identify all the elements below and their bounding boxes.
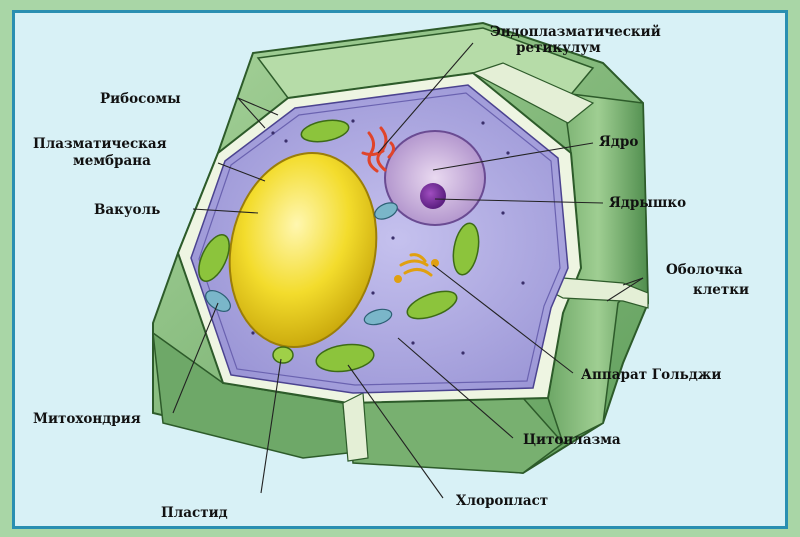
label-er-1: Эндоплазматический [490,24,661,40]
label-cytoplasm: Цитоплазма [523,432,621,448]
label-nucleolus: Ядрышко [609,195,686,211]
nucleus [385,131,485,225]
label-plasma-2: мембрана [73,153,151,169]
label-chloroplast: Хлоропласт [456,493,548,509]
nucleolus [420,183,446,209]
label-plasma-1: Плазматическая [33,136,167,152]
plastid [273,347,293,363]
label-cell-wall-1: Оболочка [666,262,743,278]
label-cell-wall-2: клетки [693,282,749,298]
diagram-frame: Эндоплазматический ретикулум Рибосомы Пл… [12,10,788,529]
label-nucleus: Ядро [599,134,638,150]
label-vacuole: Вакуоль [94,202,160,218]
label-mitochondrion: Митохондрия [33,411,141,427]
plant-cell-diagram: Эндоплазматический ретикулум Рибосомы Пл… [15,13,788,529]
label-ribosomes: Рибосомы [100,91,181,107]
label-plastid: Пластид [161,505,228,521]
label-er-2: ретикулум [516,40,601,56]
label-golgi: Аппарат Гольджи [581,367,721,383]
